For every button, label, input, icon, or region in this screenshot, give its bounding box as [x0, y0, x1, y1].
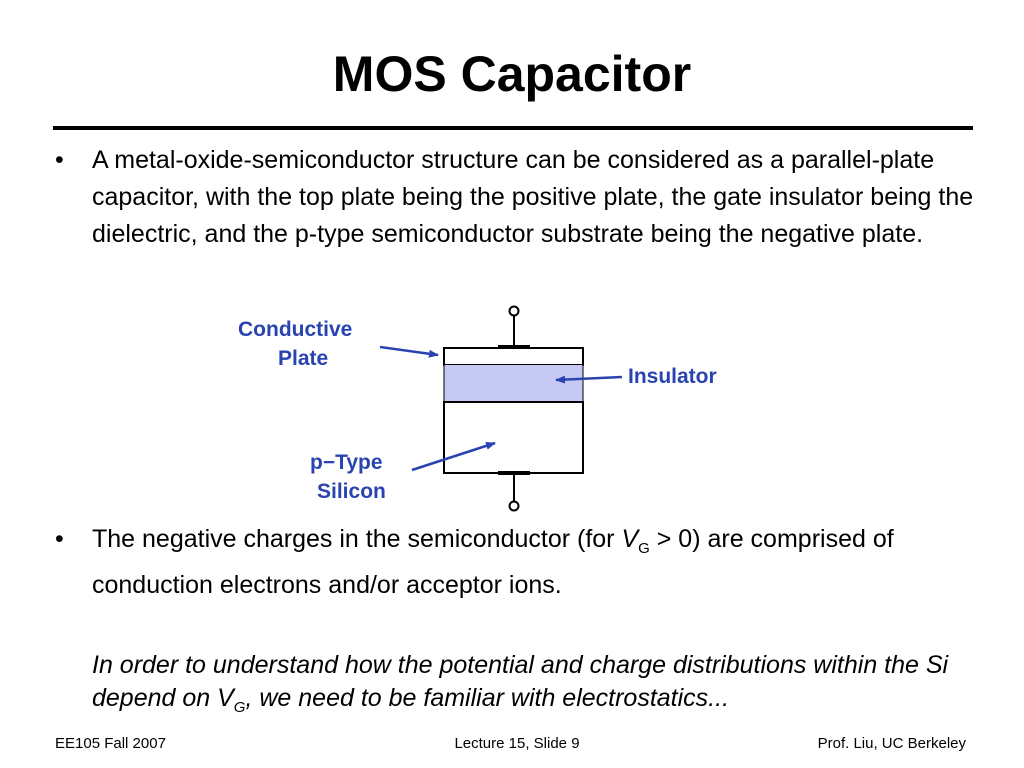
conductive-plate — [443, 347, 584, 366]
bullet-marker: • — [55, 146, 64, 174]
bullet-2-text: The negative charges in the semiconducto… — [92, 525, 894, 599]
arrow-conductive-plate — [379, 345, 439, 358]
electrostatics-note: In order to understand how the potential… — [92, 651, 949, 716]
top-terminal-icon — [508, 305, 520, 317]
bottom-contact — [498, 471, 530, 475]
insulator-layer — [444, 365, 583, 402]
bullet-1-text: A metal-oxide-semiconductor structure ca… — [92, 146, 974, 248]
label-ptype-line1: p−Type — [310, 451, 383, 474]
slide-title: MOS Capacitor — [332, 46, 692, 102]
footer-course: EE105 Fall 2007 — [55, 735, 166, 752]
arrow-insulator — [555, 375, 623, 384]
label-conductive-plate-line2: Plate — [278, 347, 328, 370]
bullet-marker: • — [55, 525, 64, 553]
label-insulator: Insulator — [628, 365, 717, 388]
arrow-p-type-silicon — [411, 441, 496, 472]
p-type-silicon-block — [443, 401, 584, 474]
label-ptype-line2: Silicon — [317, 480, 386, 503]
bottom-terminal-icon — [508, 500, 520, 512]
mos-capacitor-diagram: Conductive Plate Insulator p−Type Silico… — [238, 305, 717, 512]
footer-author: Prof. Liu, UC Berkeley — [817, 735, 966, 752]
label-conductive-plate-line1: Conductive — [238, 318, 352, 341]
footer-slide-number: Lecture 15, Slide 9 — [454, 735, 580, 752]
title-divider — [53, 126, 973, 130]
